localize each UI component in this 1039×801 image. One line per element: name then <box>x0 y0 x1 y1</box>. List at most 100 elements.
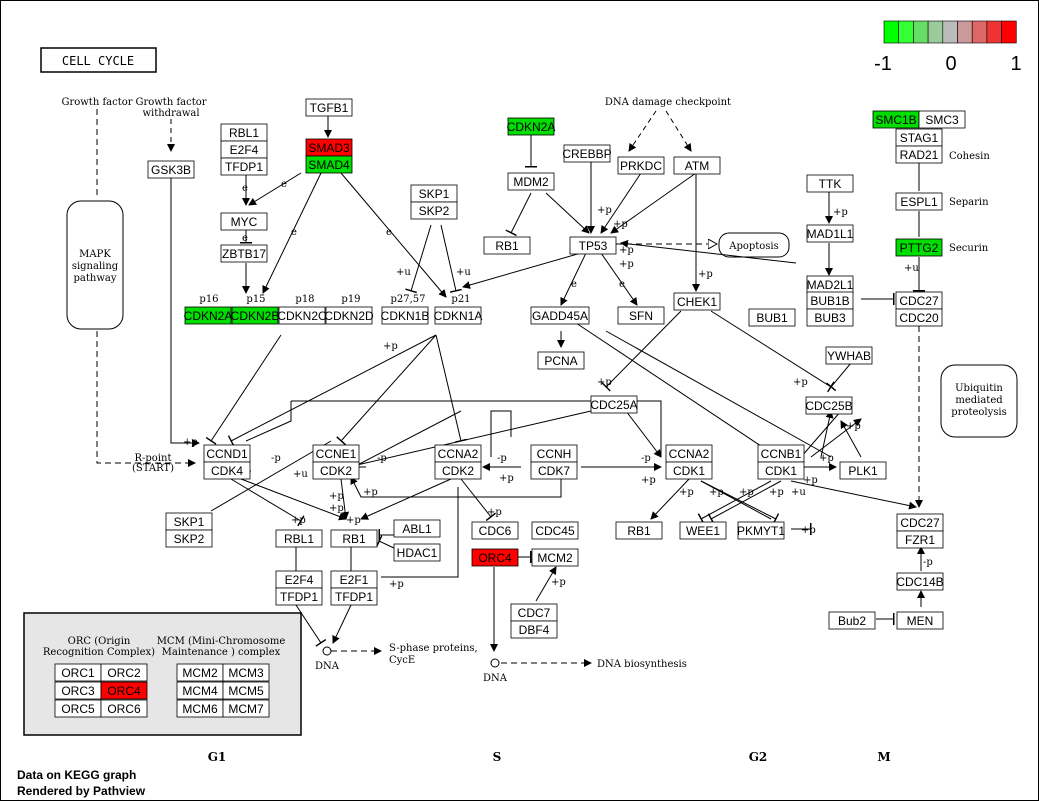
gene-node-ccna2-a[interactable]: CCNA2 <box>434 444 482 463</box>
gene-node-mcm6[interactable]: MCM6 <box>176 699 224 718</box>
gene-node-orc4-l[interactable]: ORC4 <box>100 681 148 700</box>
gene-box[interactable] <box>896 611 944 630</box>
gene-box[interactable] <box>806 224 854 243</box>
gene-box[interactable] <box>839 461 887 480</box>
gene-node-tgfb1[interactable]: TGFB1 <box>305 98 353 117</box>
gene-node-zbtb17[interactable]: ZBTB17 <box>220 244 268 263</box>
gene-node-cdc25a[interactable]: CDC25A <box>590 395 638 414</box>
gene-box[interactable] <box>895 308 943 327</box>
gene-node-mcm2[interactable]: MCM2 <box>531 548 579 567</box>
gene-node-rb1[interactable]: RB1 <box>330 529 378 548</box>
gene-box[interactable] <box>510 620 558 639</box>
gene-box[interactable] <box>275 529 323 548</box>
gene-node-mad1l1[interactable]: MAD1L1 <box>806 224 854 243</box>
gene-box[interactable] <box>617 156 665 175</box>
gene-node-bub2[interactable]: Bub2 <box>828 611 876 630</box>
gene-node-stag1[interactable]: STAG1 <box>895 128 943 147</box>
gene-box[interactable] <box>275 587 323 606</box>
gene-node-smad4[interactable]: SMAD4 <box>305 155 353 174</box>
gene-node-bub3[interactable]: BUB3 <box>806 308 854 327</box>
gene-node-orc1[interactable]: ORC1 <box>54 663 102 682</box>
gene-box[interactable] <box>147 160 195 179</box>
gene-node-mdm2[interactable]: MDM2 <box>507 172 555 191</box>
gene-node-skp2-top[interactable]: SKP2 <box>410 201 458 220</box>
gene-node-rb1-top[interactable]: RB1 <box>483 236 531 255</box>
gene-node-orc2[interactable]: ORC2 <box>100 663 148 682</box>
gene-box[interactable] <box>220 244 268 263</box>
gene-node-tfdp1-top[interactable]: TFDP1 <box>220 157 268 176</box>
gene-box[interactable] <box>393 543 441 562</box>
gene-node-cdk1-b[interactable]: CDK1 <box>757 461 805 480</box>
gene-box[interactable] <box>531 521 579 540</box>
gene-node-cdkn2c[interactable]: CDKN2C <box>277 306 327 325</box>
gene-node-mcm4[interactable]: MCM4 <box>176 681 224 700</box>
gene-node-sfn[interactable]: SFN <box>617 306 665 325</box>
gene-box[interactable] <box>569 236 617 255</box>
gene-box[interactable] <box>665 461 713 480</box>
gene-box[interactable] <box>507 117 555 136</box>
gene-node-atm[interactable]: ATM <box>673 156 721 175</box>
gene-box[interactable] <box>305 98 353 117</box>
gene-node-mcm3[interactable]: MCM3 <box>222 663 270 682</box>
gene-box[interactable] <box>590 395 638 414</box>
gene-node-fzr1[interactable]: FZR1 <box>896 530 944 549</box>
gene-box[interactable] <box>203 461 251 480</box>
gene-node-rbl1[interactable]: RBL1 <box>275 529 323 548</box>
gene-box[interactable] <box>410 201 458 220</box>
gene-node-cdkn2d[interactable]: CDKN2D <box>324 306 374 325</box>
gene-box[interactable] <box>507 172 555 191</box>
gene-node-cdkn1a[interactable]: CDKN1A <box>434 306 483 325</box>
gene-node-ttk[interactable]: TTK <box>806 174 854 193</box>
gene-box[interactable] <box>330 587 378 606</box>
gene-node-crebbp[interactable]: CREBBP <box>562 144 612 163</box>
gene-box[interactable] <box>381 306 429 325</box>
gene-box[interactable] <box>537 351 585 370</box>
gene-node-pcna[interactable]: PCNA <box>537 351 585 370</box>
gene-node-cdc45[interactable]: CDC45 <box>531 521 579 540</box>
gene-node-ccna2-b[interactable]: CCNA2 <box>665 444 713 463</box>
gene-node-orc3[interactable]: ORC3 <box>54 681 102 700</box>
gene-node-tp53[interactable]: TP53 <box>569 236 617 255</box>
gene-node-pttg2[interactable]: PTTG2 <box>895 238 943 257</box>
gene-node-wee1[interactable]: WEE1 <box>679 521 727 540</box>
gene-node-ccne1[interactable]: CCNE1 <box>312 444 360 463</box>
gene-node-ywhab[interactable]: YWHAB <box>825 346 873 365</box>
gene-node-plk1[interactable]: PLK1 <box>839 461 887 480</box>
gene-node-bub1[interactable]: BUB1 <box>748 308 796 327</box>
gene-node-chek1[interactable]: CHEK1 <box>673 292 721 311</box>
gene-node-cdc27[interactable]: CDC27 <box>896 513 944 532</box>
gene-box[interactable] <box>278 306 326 325</box>
gene-box[interactable] <box>896 530 944 549</box>
gene-box[interactable] <box>757 461 805 480</box>
gene-node-bub1b[interactable]: BUB1B <box>806 291 854 310</box>
gene-box[interactable] <box>325 306 373 325</box>
gene-box[interactable] <box>673 292 721 311</box>
gene-node-rb1-g2[interactable]: RB1 <box>615 521 663 540</box>
gene-node-cdkn1b[interactable]: CDKN1B <box>381 306 430 325</box>
gene-node-gsk3b[interactable]: GSK3B <box>147 160 195 179</box>
gene-box[interactable] <box>165 529 213 548</box>
gene-box[interactable] <box>222 681 270 700</box>
gene-node-skp2[interactable]: SKP2 <box>165 529 213 548</box>
gene-node-rbl1-top[interactable]: RBL1 <box>220 123 268 142</box>
gene-box[interactable] <box>220 212 268 231</box>
gene-box[interactable] <box>748 308 796 327</box>
gene-node-e2f1[interactable]: E2F1 <box>330 570 378 589</box>
gene-node-pkmyt1[interactable]: PKMYT1 <box>737 521 785 540</box>
gene-box[interactable] <box>530 306 590 325</box>
gene-node-smc1b[interactable]: SMC1B <box>872 110 920 129</box>
gene-node-cdc20[interactable]: CDC20 <box>895 308 943 327</box>
gene-box[interactable] <box>617 306 665 325</box>
gene-node-mcm2-l[interactable]: MCM2 <box>176 663 224 682</box>
gene-node-cdkn2a[interactable]: CDKN2A <box>184 306 233 325</box>
gene-box[interactable] <box>673 156 721 175</box>
gene-box[interactable] <box>895 192 943 211</box>
gene-node-hdac1[interactable]: HDAC1 <box>393 543 441 562</box>
gene-box[interactable] <box>895 238 943 257</box>
gene-node-rad21[interactable]: RAD21 <box>895 145 943 164</box>
gene-node-cdc25b[interactable]: CDC25B <box>805 396 853 415</box>
gene-node-orc4[interactable]: ORC4 <box>471 548 519 567</box>
gene-node-cdk2-b[interactable]: CDK2 <box>434 461 482 480</box>
gene-box[interactable] <box>531 548 579 567</box>
mapk-pathway-box[interactable] <box>66 200 124 330</box>
